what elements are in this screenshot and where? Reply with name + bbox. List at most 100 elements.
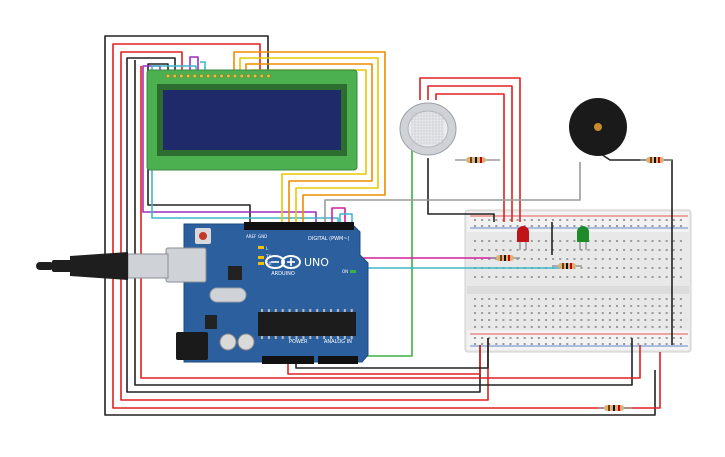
breadboard-hole [523,337,526,339]
breadboard-hole [623,219,626,221]
breadboard-hole [665,326,668,328]
on-label: ON [342,269,348,274]
usb-cable[interactable] [36,252,169,280]
wire-red-lcd-a [120,51,183,72]
resistor-buzzer[interactable] [640,157,672,163]
breadboard-hole [566,337,569,339]
breadboard-hole [509,240,512,242]
breadboard-hole [545,225,547,227]
resistor-red-led[interactable] [490,255,520,261]
piezo-buzzer[interactable] [569,98,627,156]
breadboard-hole [530,305,533,307]
lcd-pin [259,73,264,79]
breadboard-hole [566,319,569,321]
breadboard-hole [573,276,576,278]
breadboard-hole [665,319,668,321]
breadboard-hole [608,305,611,307]
breadboard-hole [658,305,661,307]
breadboard-hole [566,240,569,242]
breadboard-hole [509,337,512,339]
breadboard-hole [495,219,498,221]
lcd-16x2[interactable] [146,69,358,171]
arduino-uno[interactable]: ARDUINO UNO DIGITAL (PWM~) POWER ANALOG … [165,222,369,364]
breadboard-hole [545,312,547,314]
l-led [258,246,264,249]
breadboard-hole [679,225,682,227]
breadboard-hole [481,312,484,314]
lcd-pin [186,73,191,79]
breadboard-hole [481,240,484,242]
breadboard-hole [630,240,633,242]
sensor-mesh [411,112,444,145]
breadboard-hole [616,326,618,328]
breadboard-hole [644,305,647,307]
breadboard-hole [516,276,519,278]
breadboard-hole [488,326,491,328]
breadboard-hole [644,267,647,269]
breadboard-hole [530,240,533,242]
breadboard-hole [637,343,640,345]
green-led[interactable] [577,226,589,250]
breadboard-hole [488,249,491,251]
breadboard-hole [587,312,590,314]
breadboard-hole [559,312,562,314]
breadboard-hole [481,276,484,278]
rx-label: RX [266,261,272,266]
power-header [262,356,314,364]
breadboard-hole [594,240,597,242]
breadboard-hole [658,337,661,339]
breadboard-hole [495,312,498,314]
wire-cyan-lcd-e [200,61,206,72]
model-label: UNO [304,256,329,269]
lcd-pin [246,73,251,79]
breadboard-hole [608,319,611,321]
breadboard-hole [580,219,583,221]
breadboard-hole [545,298,547,300]
wire-magenta-led [331,207,500,259]
wire-red-outer [112,47,661,409]
chip-pin [281,309,284,312]
resistor-green-led[interactable] [552,263,582,269]
chip-pin [261,336,263,339]
breadboard-hole [559,225,562,227]
breadboard-hole [658,326,661,328]
breadboard[interactable] [464,209,692,353]
breadboard-hole [637,319,640,321]
chip-pin [261,309,263,312]
gas-sensor[interactable] [399,102,457,156]
resistor-sensor[interactable] [455,157,500,163]
breadboard-hole [545,258,547,260]
resistor-bottom[interactable] [598,405,632,411]
breadboard-hole [644,225,647,227]
breadboard-hole [608,225,611,227]
breadboard-hole [616,225,618,227]
breadboard-hole [552,219,555,221]
breadboard-hole [679,219,682,221]
breadboard-hole [552,343,555,345]
breadboard-hole [672,240,675,242]
breadboard-hole [559,219,562,221]
breadboard-hole [573,298,576,300]
breadboard-hole [474,343,476,345]
breadboard-hole [474,276,476,278]
breadboard-hole [474,337,476,339]
breadboard-hole [672,267,675,269]
breadboard-hole [672,326,675,328]
breadboard-hole [580,258,583,260]
breadboard-hole [537,312,540,314]
breadboard-hole [637,219,640,221]
wire-red-sensor-1 [419,77,521,222]
breadboard-hole [665,267,668,269]
breadboard-hole [616,312,618,314]
breadboard-hole [651,219,654,221]
breadboard-hole [601,337,604,339]
breadboard-hole [545,240,547,242]
breadboard-hole [651,258,654,260]
lcd-pin [165,73,171,79]
breadboard-hole [616,305,618,307]
arduino-logo [265,255,301,269]
breadboard-hole [679,276,682,278]
lcd-pin [179,73,184,79]
red-led[interactable] [517,226,529,250]
breadboard-hole [608,219,611,221]
